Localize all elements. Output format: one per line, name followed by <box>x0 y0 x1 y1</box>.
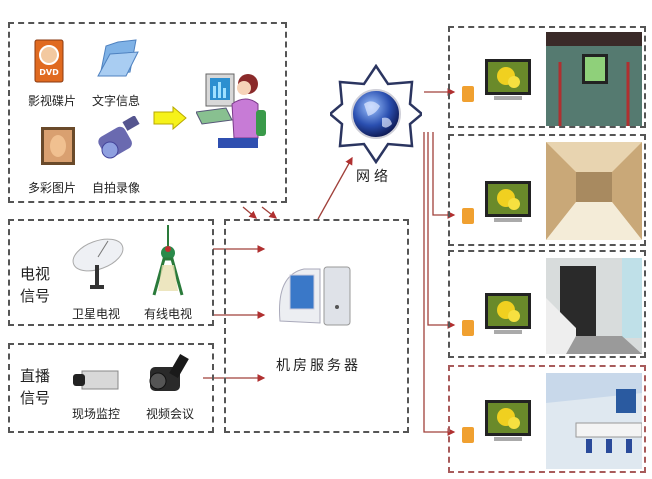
tv-display-icon <box>485 293 531 334</box>
live-signal-title: 直播信号 <box>20 367 51 407</box>
server-room-group: 机房服务器 <box>224 219 409 433</box>
scene-photo-lobby <box>546 32 642 126</box>
dvd-icon: DVD <box>34 39 64 83</box>
arrow-server-to-network <box>317 156 353 220</box>
arrow-sources-to-server-2 <box>261 206 278 219</box>
server-label: 机房服务器 <box>276 358 361 374</box>
tv-signal-label: 有线电视 <box>144 307 193 321</box>
tv-signal-label: 卫星电视 <box>72 307 121 321</box>
yellow-arrow-icon <box>153 106 187 130</box>
arrow-network-to-display-3 <box>427 132 456 329</box>
server-computer-icon <box>279 266 351 326</box>
picture-icon <box>41 127 75 165</box>
source-label: 文字信息 <box>92 94 141 108</box>
source-label: 自拍录像 <box>92 181 141 195</box>
tv-display-icon <box>485 59 531 100</box>
network-label: 网络 <box>356 169 392 185</box>
tv-display-icon <box>485 400 531 441</box>
media-player-icon <box>462 86 474 102</box>
display-site-2 <box>448 134 646 246</box>
media-player-icon <box>462 320 474 336</box>
display-site-1 <box>448 26 646 128</box>
scene-photo-service-hall <box>546 373 642 469</box>
arrow-network-to-display-4 <box>423 132 456 436</box>
scene-photo-elevator-hall <box>546 142 642 240</box>
tv-signal-group: 电视信号 卫星电视 有线电视 <box>8 219 214 326</box>
svg-text:DVD: DVD <box>39 68 59 77</box>
arrow-network-to-display-2 <box>432 132 456 219</box>
live-signal-label: 现场监控 <box>72 407 121 421</box>
display-site-4 <box>448 365 646 473</box>
tv-display-icon <box>485 181 531 222</box>
folder-icon <box>97 39 139 77</box>
video-camera-icon <box>149 353 189 391</box>
media-sources-group: DVD 影视碟片 文字信息 多彩图片 自拍录像 <box>8 22 287 203</box>
arrow-sources-to-server-1 <box>242 206 257 219</box>
broadcast-tower-icon <box>152 225 184 296</box>
camcorder-icon <box>98 116 140 159</box>
computer-user-icon <box>196 73 266 148</box>
source-label: 影视碟片 <box>28 94 77 108</box>
tv-signal-title: 电视信号 <box>20 265 51 305</box>
source-label: 多彩图片 <box>28 181 77 195</box>
media-player-icon <box>462 208 474 224</box>
satellite-dish-icon <box>72 238 124 289</box>
cctv-camera-icon <box>73 370 119 390</box>
network-globe-icon <box>330 64 422 164</box>
live-signal-group: 直播信号 现场监控 视频会议 <box>8 343 214 433</box>
live-signal-label: 视频会议 <box>146 407 195 421</box>
display-site-3 <box>448 250 646 358</box>
media-player-icon <box>462 427 474 443</box>
scene-photo-stair-corridor <box>546 258 642 354</box>
